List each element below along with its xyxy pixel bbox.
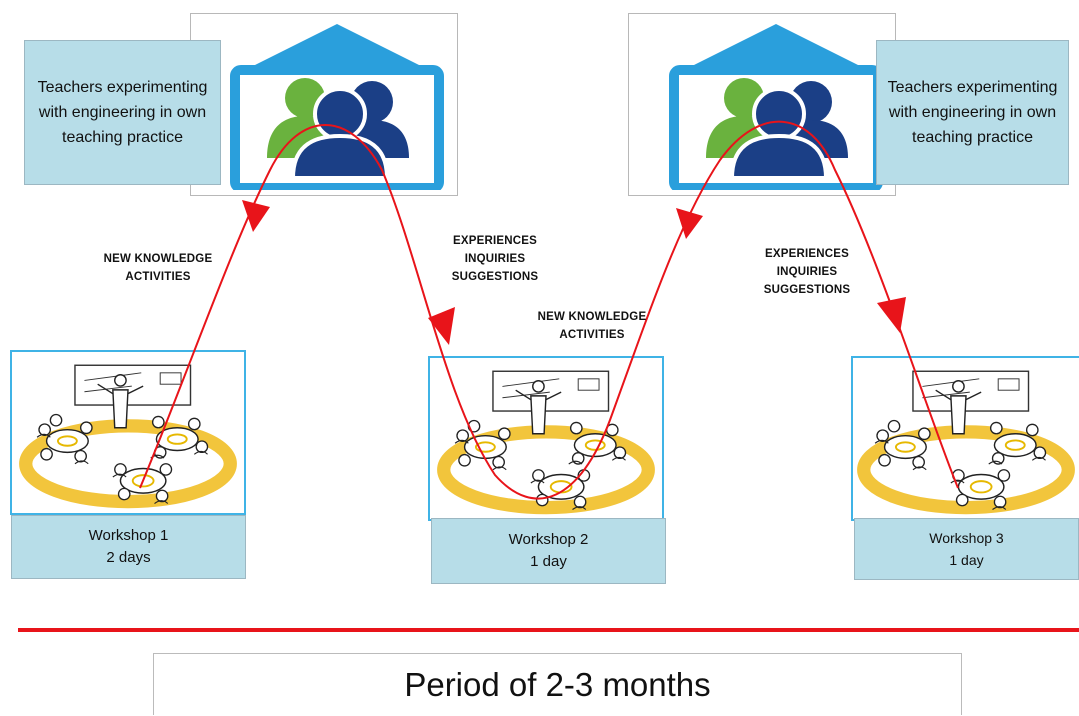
note-line: EXPERIENCES — [452, 235, 537, 247]
note-line: INQUIRIES — [464, 253, 526, 265]
workshop-illustration-1 — [10, 350, 246, 515]
practice-label-text: Teachers experimenting with engineering … — [887, 79, 1058, 146]
flow-path — [139, 120, 959, 500]
note-line: EXPERIENCES — [764, 248, 849, 260]
workshop-duration: 2 days — [106, 549, 151, 566]
practice-label-1: Teachers experimenting with engineering … — [24, 40, 221, 185]
arrowhead-up-2 — [676, 208, 703, 239]
arrowhead-down-1 — [428, 307, 455, 345]
note-line: ACTIVITIES — [559, 329, 625, 341]
note-line: INQUIRIES — [776, 266, 838, 278]
arrowhead-up-1 — [242, 200, 270, 232]
workshop-label-2: Workshop 2 1 day — [431, 518, 666, 584]
workshop-label-1: Workshop 1 2 days — [11, 515, 246, 579]
period-label: Period of 2-3 months — [153, 653, 962, 715]
note-new-knowledge-1: NEW KNOWLEDGE ACTIVITIES — [78, 250, 238, 286]
note-line: ACTIVITIES — [125, 271, 191, 283]
arrowhead-down-2 — [877, 297, 906, 333]
note-line: SUGGESTIONS — [763, 284, 851, 296]
workshop-title: Workshop 3 — [929, 530, 1004, 546]
workshop-illustration-2 — [428, 356, 664, 521]
note-new-knowledge-2: NEW KNOWLEDGE ACTIVITIES — [512, 308, 672, 344]
practice-label-text: Teachers experimenting with engineering … — [37, 79, 208, 146]
workshop-duration: 1 day — [530, 553, 567, 570]
note-line: NEW KNOWLEDGE — [103, 253, 213, 265]
practice-label-2: Teachers experimenting with engineering … — [876, 40, 1069, 185]
note-experiences-1: EXPERIENCES INQUIRIES SUGGESTIONS — [420, 232, 570, 286]
note-line: NEW KNOWLEDGE — [537, 311, 647, 323]
note-experiences-2: EXPERIENCES INQUIRIES SUGGESTIONS — [732, 245, 882, 299]
workshop-title: Workshop 2 — [508, 531, 589, 548]
workshop-duration: 1 day — [949, 552, 984, 568]
workshop-illustration-3 — [851, 356, 1079, 521]
workshop-label-3: Workshop 3 1 day — [854, 518, 1079, 580]
timeline-line — [18, 628, 1079, 632]
workshop-title: Workshop 1 — [88, 527, 169, 544]
note-line: SUGGESTIONS — [451, 271, 539, 283]
